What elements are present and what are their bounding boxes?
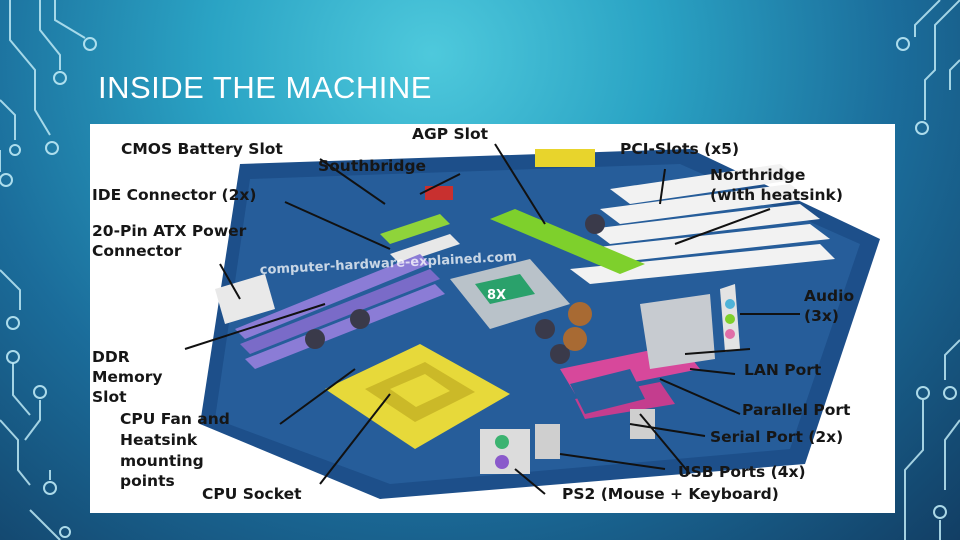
label-lan-port: LAN Port bbox=[744, 360, 821, 380]
label-ddr-line1: DDR bbox=[92, 347, 130, 367]
label-northbridge-line1: Northridge bbox=[710, 165, 805, 185]
label-ddr-line2: Memory bbox=[92, 367, 162, 387]
label-ddr-line3: Slot bbox=[92, 387, 127, 407]
label-southbridge: Southbridge bbox=[318, 156, 426, 176]
label-cpu-fan-line2: Heatsink bbox=[120, 430, 197, 450]
label-ide-connector: IDE Connector (2x) bbox=[92, 185, 256, 205]
label-atx-power-line1: 20-Pin ATX Power bbox=[92, 221, 246, 241]
label-cpu-fan-line1: CPU Fan and bbox=[120, 409, 230, 429]
label-ps2: PS2 (Mouse + Keyboard) bbox=[562, 484, 779, 504]
label-cpu-fan-line3: mounting bbox=[120, 451, 204, 471]
label-cmos-battery-slot: CMOS Battery Slot bbox=[121, 139, 283, 159]
label-usb-ports: USB Ports (4x) bbox=[678, 462, 806, 482]
label-atx-power-line2: Connector bbox=[92, 241, 182, 261]
label-cpu-socket: CPU Socket bbox=[202, 484, 302, 504]
label-serial-port: Serial Port (2x) bbox=[710, 427, 843, 447]
label-audio-line1: Audio bbox=[804, 286, 854, 306]
chip-marking: 8X bbox=[487, 288, 506, 303]
label-northbridge-line2: (with heatsink) bbox=[710, 185, 843, 205]
label-cpu-fan-line4: points bbox=[120, 471, 175, 491]
label-pci-slots: PCI-Slots (x5) bbox=[620, 139, 739, 159]
label-parallel-port: Parallel Port bbox=[742, 400, 850, 420]
label-audio-line2: (3x) bbox=[804, 306, 839, 326]
motherboard-photo: 8X computer-hardware-explained.com bbox=[90, 124, 895, 513]
slide-title: INSIDE THE MACHINE bbox=[98, 70, 432, 106]
label-agp-slot: AGP Slot bbox=[412, 124, 488, 144]
